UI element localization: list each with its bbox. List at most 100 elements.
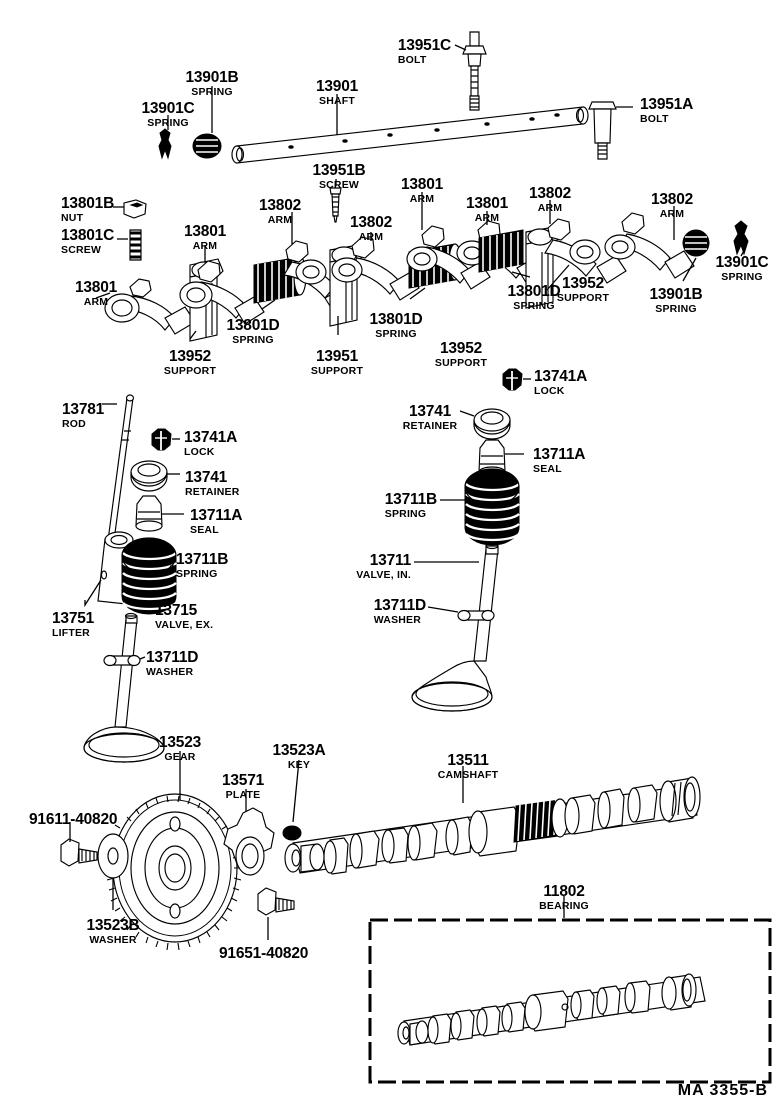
part-13901-rocker-shaft [231, 94, 589, 164]
label-number: 13741 [185, 469, 228, 486]
label-13952-support-c: 13952 SUPPORT [557, 276, 609, 303]
label-13781-rod: 13781 ROD [62, 402, 104, 429]
label-13802-arm-b: 13802 ARM [350, 215, 392, 242]
label-number: 13711 [369, 552, 411, 569]
label-name: NUT [61, 211, 84, 224]
spring-13801d-3 [478, 229, 531, 278]
label-number: 13951B [312, 162, 366, 179]
label-name: WASHER [373, 613, 422, 626]
label-13801d-spring-c: 13801D SPRING [507, 284, 560, 311]
label-name: SPRING [384, 507, 427, 520]
label-name: VALVE, EX. [155, 618, 214, 631]
label-number: 13711B [384, 491, 437, 508]
label-13711-valve-in: 13711 VALVE, IN. [356, 553, 411, 580]
label-number: 13801D [507, 283, 561, 300]
label-name: ARM [659, 207, 685, 220]
label-13801d-spring-a: 13801D SPRING [226, 318, 279, 345]
label-name: SPRING [232, 333, 274, 346]
label-name: ARM [192, 239, 218, 252]
label-name: ARM [537, 201, 563, 214]
part-13901b-spring-left [192, 86, 222, 159]
label-number: 13951A [640, 96, 694, 113]
label-number: 13901C [141, 100, 195, 117]
part-13711a-seal-left [135, 495, 184, 532]
rocker-arm-5 [406, 192, 491, 290]
bearing-detail-box [368, 896, 772, 1084]
label-13901c-spring-left: 13901C SPRING [141, 101, 194, 128]
label-name: ROD [62, 417, 86, 430]
label-13711a-seal-right: 13711A SEAL [533, 447, 585, 474]
label-13711d-washer-right: 13711D WASHER [374, 598, 426, 625]
part-13951c-bolt [454, 31, 487, 111]
label-number: 13801 [400, 176, 444, 193]
label-number: 13781 [62, 401, 105, 418]
rocker-arm-8 [604, 206, 695, 279]
part-13951b-screw [329, 179, 342, 223]
label-name: SUPPORT [310, 364, 364, 377]
label-number: 13802 [650, 191, 694, 208]
label-13952-support-b: 13952 SUPPORT [435, 341, 487, 368]
label-name: ARM [267, 213, 293, 226]
label-number: 91651-40820 [219, 945, 309, 962]
label-name: BEARING [539, 899, 589, 912]
label-name: SEAL [190, 523, 219, 536]
label-name: PLATE [225, 788, 261, 801]
rocker-arm-1 [95, 278, 196, 335]
sheet-code: MA 3355-B [677, 1082, 768, 1099]
label-name: SUPPORT [556, 291, 610, 304]
label-13711a-seal-left: 13711A SEAL [190, 508, 242, 535]
valve-assembly-intake [411, 408, 524, 712]
label-number: 13952 [168, 348, 212, 365]
label-number: 13952 [439, 340, 483, 357]
label-13511-camshaft: 13511 CAMSHAFT [438, 753, 499, 780]
label-number: 13901B [185, 69, 239, 86]
part-13523a-key [282, 759, 302, 841]
part-13571-plate [223, 789, 275, 876]
label-13741a-lock-left: 13741A LOCK [184, 430, 237, 457]
label-number: 13901B [649, 286, 703, 303]
label-number: 13801 [74, 279, 118, 296]
label-number: 91611-40820 [29, 811, 118, 828]
label-13523b-washer: 13523B WASHER [86, 918, 139, 945]
part-13801c-screw [117, 229, 142, 261]
part-13901c-spring-right [733, 220, 749, 257]
label-name: RETAINER [402, 419, 458, 432]
label-number: 13802 [258, 197, 302, 214]
label-13801-arm-c: 13801 ARM [401, 177, 443, 204]
label-13741-retainer-right: 13741 RETAINER [403, 404, 458, 431]
label-name: ARM [83, 295, 109, 308]
label-number: 13711B [176, 551, 229, 568]
label-number: 13801D [226, 317, 280, 334]
label-number: 13802 [349, 214, 393, 231]
label-number: 13901C [715, 254, 769, 271]
label-name: BOLT [640, 112, 669, 125]
label-number: 13801 [465, 195, 509, 212]
label-number: 13801D [369, 311, 423, 328]
label-91651-40820: 91651-40820 [219, 946, 308, 963]
label-13523a-key: 13523A KEY [272, 743, 325, 770]
label-number: 13741A [534, 368, 588, 385]
label-13801-arm-b: 13801 ARM [184, 224, 226, 251]
label-name: ARM [358, 230, 384, 243]
part-13711-valve-intake [411, 542, 499, 712]
label-13711d-washer-left: 13711D WASHER [146, 650, 198, 677]
label-13741a-lock-right: 13741A LOCK [534, 369, 587, 396]
label-13802-arm-a: 13802 ARM [259, 198, 301, 225]
label-13951c-bolt: 13951C BOLT [398, 38, 451, 65]
part-13523-camshaft-gear [106, 751, 242, 951]
part-13901c-spring-left [158, 115, 172, 160]
label-number: 13751 [52, 610, 95, 627]
label-number: 13802 [528, 185, 572, 202]
label-name: LOCK [534, 384, 565, 397]
label-name: RETAINER [185, 485, 240, 498]
label-number: 13511 [447, 752, 489, 769]
label-name: SPRING [513, 299, 555, 312]
label-13901b-spring: 13901B SPRING [185, 70, 238, 97]
label-13801b-nut: 13801B NUT [61, 196, 114, 223]
label-13951-support: 13951 SUPPORT [311, 349, 363, 376]
label-name: WASHER [89, 933, 137, 946]
label-13951b-screw: 13951B SCREW [312, 163, 365, 190]
label-name: VALVE, IN. [356, 568, 411, 581]
label-91611-40820: 91611-40820 [29, 811, 118, 829]
